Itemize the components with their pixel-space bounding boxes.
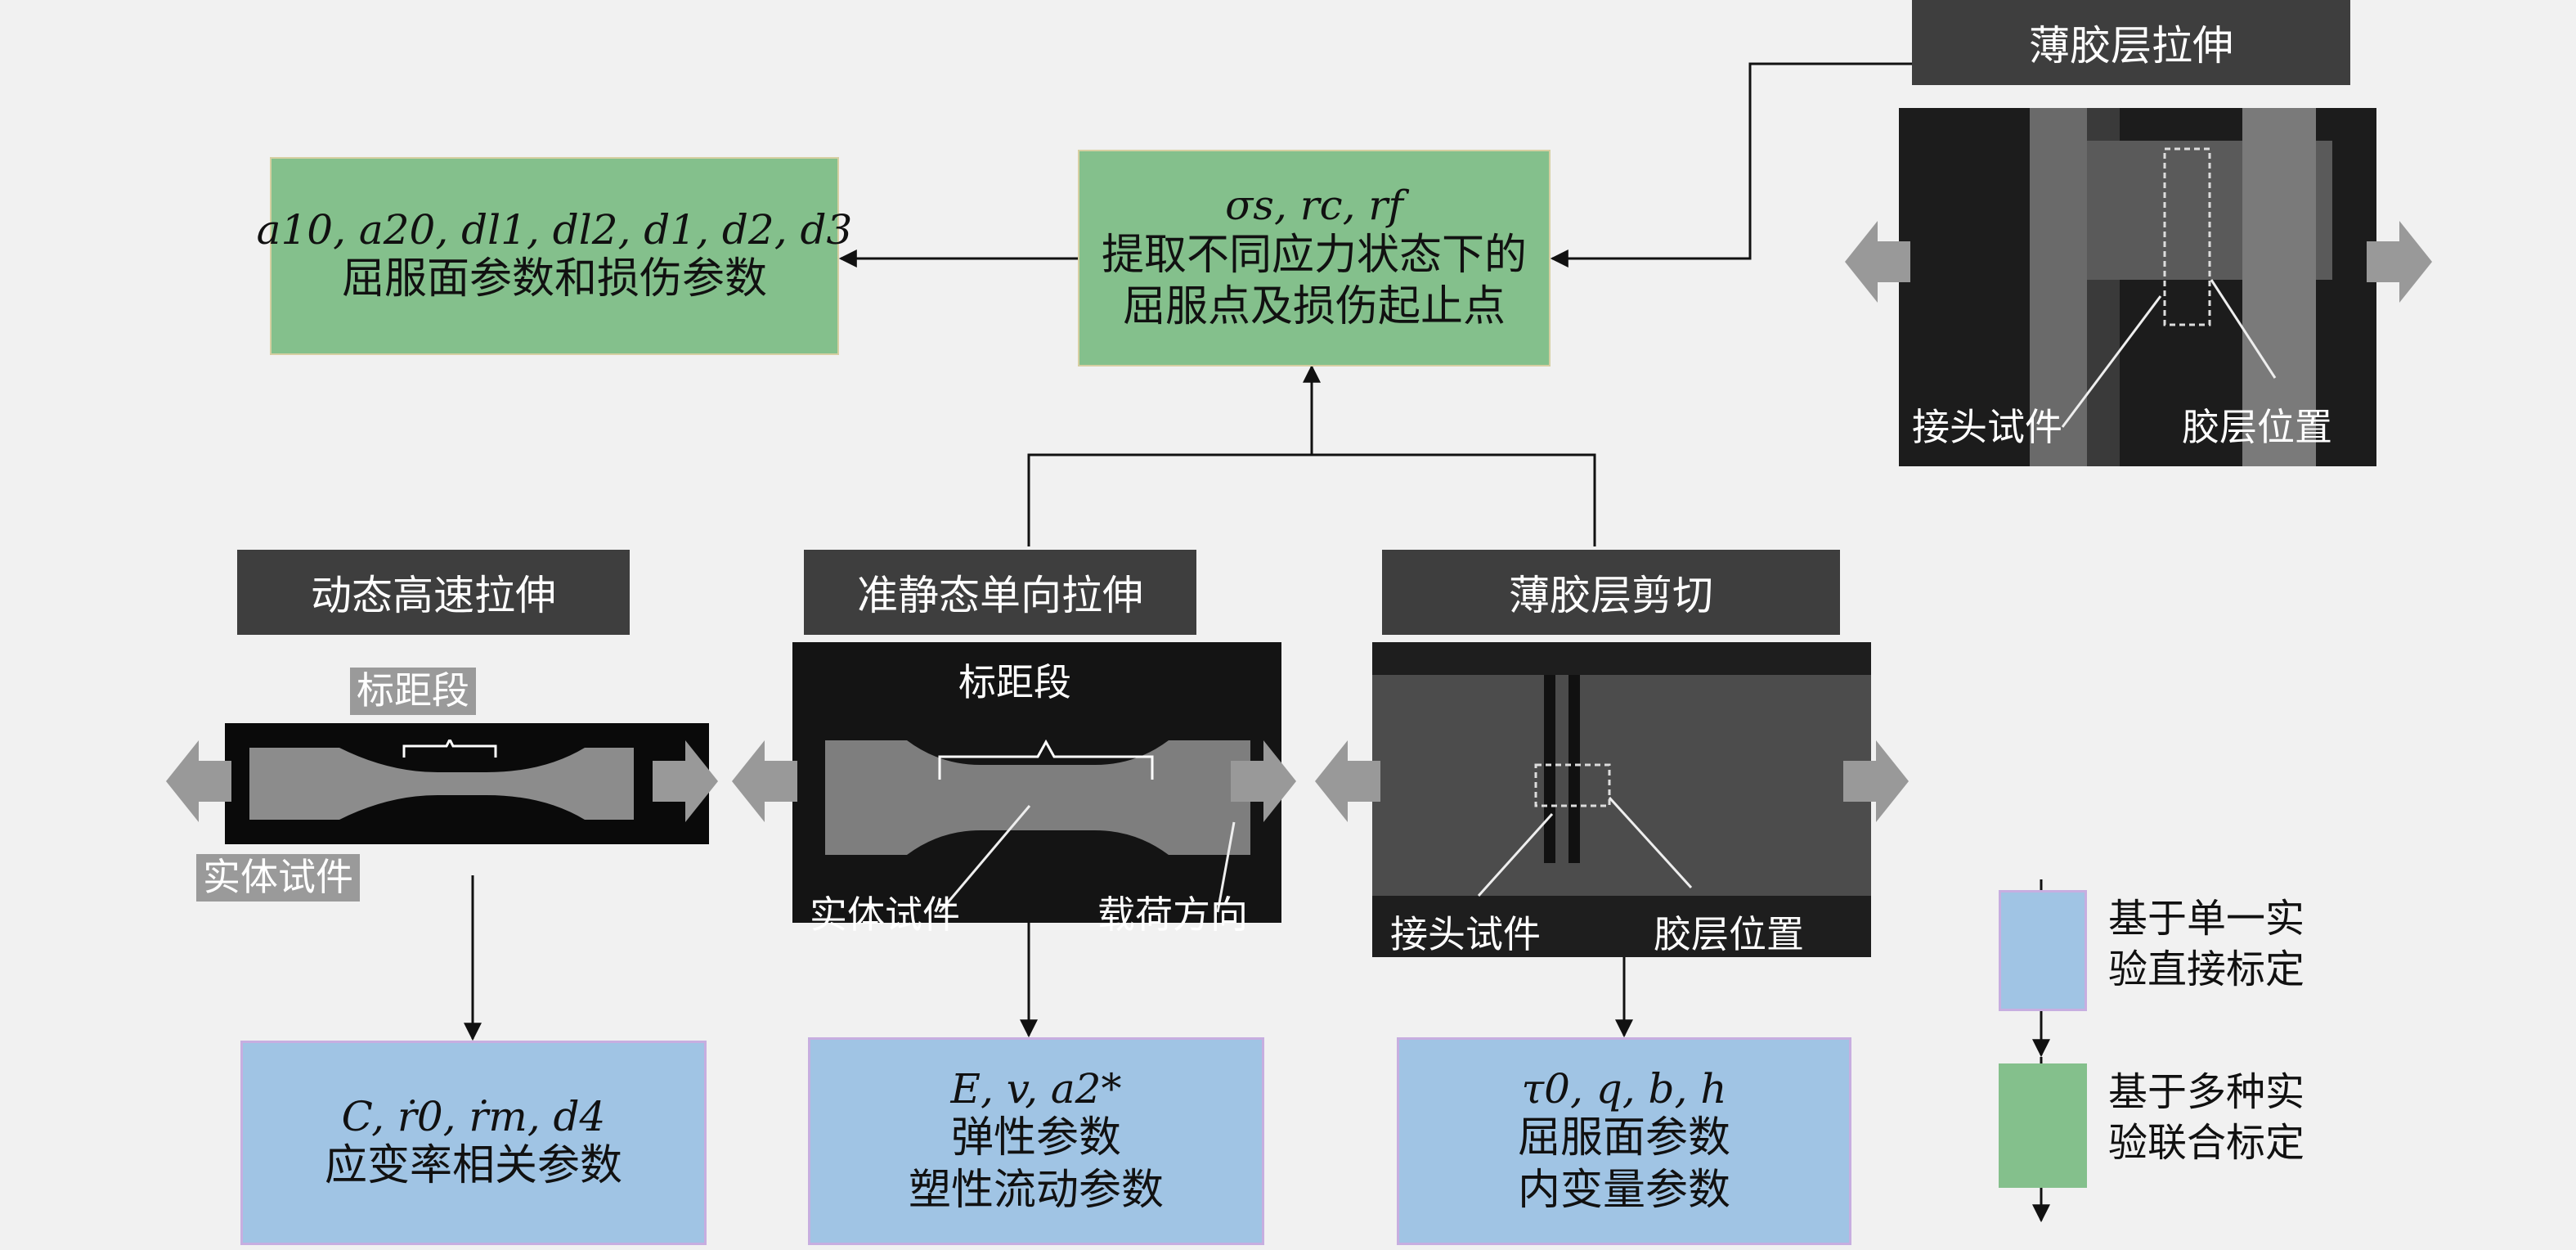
quasi-static-label-gauge: 标距段	[958, 660, 1071, 704]
elastic-plastic-formula: E, v, a2*	[950, 1064, 1122, 1113]
thin-shear-arrow-right-icon	[1843, 740, 1909, 822]
extract-text-2: 屈服点及损伤起止点	[1122, 282, 1506, 332]
strain-rate-params-box: C, ṙ0, ṙm, d4 应变率相关参数	[240, 1041, 707, 1245]
thin-tension-arrow-left-icon	[1845, 221, 1910, 303]
shear-internal-text: 内变量参数	[1517, 1165, 1730, 1215]
legend-single-line1: 基于单一实	[2108, 896, 2305, 942]
extract-formula: σs, rc, rf	[1225, 182, 1403, 230]
elastic-text: 弹性参数	[950, 1113, 1121, 1163]
dynamic-arrow-right-icon	[653, 740, 718, 822]
strain-rate-text: 应变率相关参数	[324, 1141, 622, 1191]
shear-params-box: τ0, q, b, h 屈服面参数 内变量参数	[1397, 1037, 1851, 1245]
extract-text-1: 提取不同应力状态下的	[1101, 230, 1527, 280]
arrow-bracket-to-extract	[1027, 366, 1596, 546]
quasi-static-arrow-right-icon	[1231, 740, 1296, 822]
thin-tension-header: 薄胶层拉伸	[1912, 0, 2350, 85]
yield-damage-params-box: a10, a20, dl1, dl2, d1, d2, d3 屈服面参数和损伤参…	[257, 157, 852, 355]
plastic-flow-text: 塑性流动参数	[908, 1165, 1164, 1215]
thin-tension-label-joint: 接头试件	[1912, 405, 2062, 449]
thin-tension-label-adhesive: 胶层位置	[2182, 405, 2332, 449]
yield-damage-text: 屈服面参数和损伤参数	[341, 254, 767, 304]
dynamic-arrow-left-icon	[166, 740, 231, 822]
yield-damage-formula: a10, a20, dl1, dl2, d1, d2, d3	[256, 205, 853, 254]
legend-multi-line2: 验联合标定	[2108, 1120, 2305, 1167]
shear-yield-text: 屈服面参数	[1517, 1113, 1730, 1163]
dynamic-title: 动态高速拉伸	[311, 572, 556, 619]
strain-rate-formula: C, ṙ0, ṙm, d4	[341, 1092, 606, 1140]
quasi-static-arrow-left-icon	[732, 740, 797, 822]
thin-shear-photo	[1372, 642, 1871, 957]
quasi-static-photo	[792, 642, 1281, 923]
thin-shear-label-joint: 接头试件	[1390, 912, 1541, 956]
thin-shear-title: 薄胶层剪切	[1509, 572, 1713, 619]
elastic-plastic-params-box: E, v, a2* 弹性参数 塑性流动参数	[808, 1037, 1264, 1245]
legend-single-line2: 验直接标定	[2108, 946, 2305, 993]
legend-text-multi: 基于多种实 验联合标定	[2108, 1067, 2304, 1169]
quasi-static-header: 准静态单向拉伸	[804, 550, 1196, 635]
dynamic-gauge-bracket	[402, 740, 497, 758]
quasi-static-label-load: 载荷方向	[1097, 893, 1248, 937]
shear-formula: τ0, q, b, h	[1521, 1064, 1727, 1113]
thin-shear-label-adhesive: 胶层位置	[1654, 912, 1804, 956]
legend-swatch-single	[1999, 890, 2087, 1011]
dynamic-label-specimen: 实体试件	[196, 854, 360, 902]
extract-points-box: σs, rc, rf 提取不同应力状态下的 屈服点及损伤起止点	[1078, 150, 1551, 366]
quasi-static-label-specimen: 实体试件	[810, 893, 960, 937]
dynamic-photo	[225, 723, 709, 844]
thin-tension-title: 薄胶层拉伸	[2029, 22, 2233, 70]
legend-swatch-multi	[1999, 1063, 2087, 1188]
legend-multi-line1: 基于多种实	[2108, 1069, 2305, 1115]
thin-tension-arrow-right-icon	[2367, 221, 2432, 303]
dynamic-header: 动态高速拉伸	[237, 550, 630, 635]
thin-shear-header: 薄胶层剪切	[1382, 550, 1840, 635]
quasi-static-title: 准静态单向拉伸	[857, 572, 1143, 619]
legend-text-single: 基于单一实 验直接标定	[2108, 893, 2304, 996]
thin-shear-arrow-left-icon	[1315, 740, 1380, 822]
thin-tension-photo	[1899, 108, 2376, 466]
dynamic-label-gauge: 标距段	[350, 668, 476, 715]
